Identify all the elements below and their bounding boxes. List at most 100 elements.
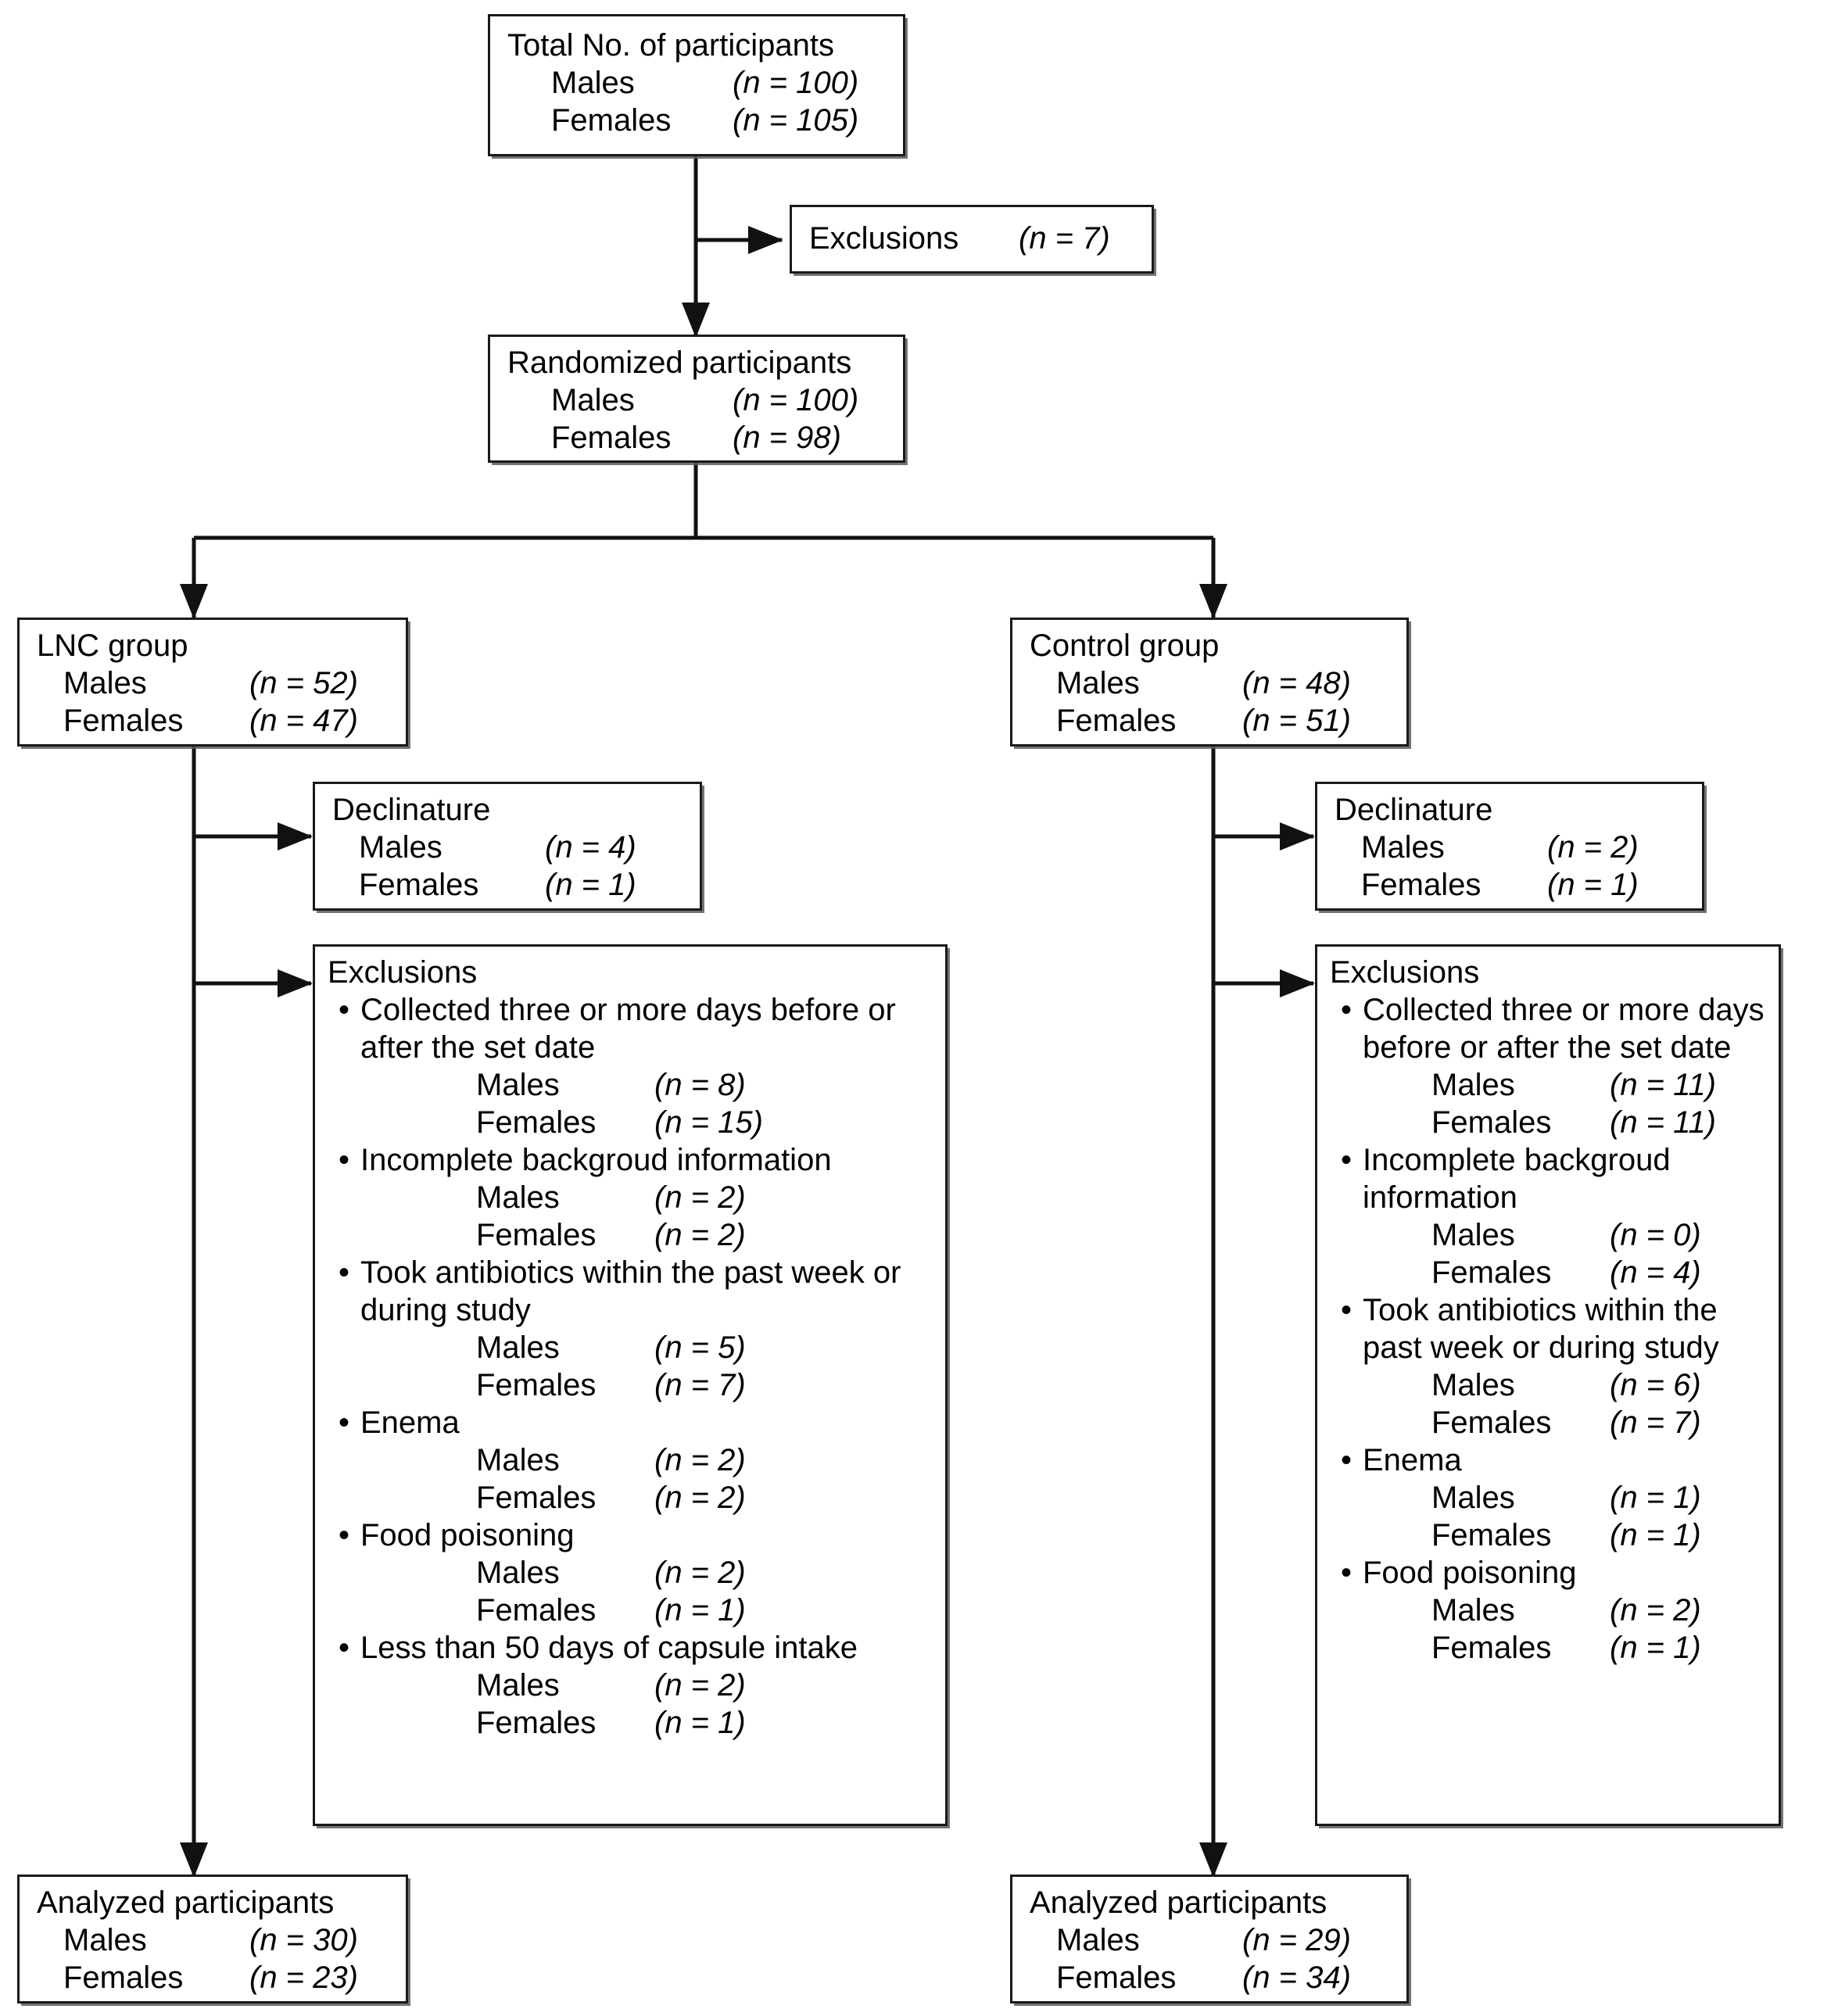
exclusion-females-row: Females (n = 1)	[328, 1704, 937, 1742]
control-declinature-females: Females (n = 1)	[1335, 866, 1686, 904]
control-analyzed-males: Males (n = 29)	[1030, 1921, 1391, 1959]
control-group-males: Males (n = 48)	[1030, 664, 1391, 702]
control-exclusions-title: Exclusions	[1330, 955, 1480, 990]
males-value: (n = 29)	[1242, 1923, 1351, 1958]
males-value: (n = 4)	[545, 830, 636, 865]
exclusion-males-row: Males(n = 5)	[328, 1329, 937, 1366]
bullet-icon: •	[339, 993, 350, 1028]
bullet-icon: •	[339, 1518, 350, 1553]
males-label: Males	[476, 1330, 560, 1366]
bullet-icon: •	[1341, 1556, 1353, 1591]
females-label: Females	[63, 1960, 184, 1996]
females-value: (n = 15)	[654, 1105, 763, 1140]
exclusion-item: •Enema	[1330, 1441, 1771, 1479]
lnc-group-title: LNC group	[37, 628, 188, 663]
males-value: (n = 100)	[733, 66, 859, 101]
exclusion-reason: Incomplete backgroud information	[360, 1143, 832, 1178]
males-value: (n = 2)	[654, 1668, 746, 1703]
control-analyzed-title: Analyzed participants	[1030, 1885, 1327, 1920]
females-value: (n = 34)	[1242, 1960, 1351, 1996]
control-group-title: Control group	[1030, 628, 1220, 663]
exclusion-females-row: Females(n = 7)	[328, 1366, 937, 1404]
bullet-icon: •	[339, 1405, 350, 1441]
total-participants-males: Males (n = 100)	[507, 64, 887, 102]
exclusion-males-row: Males (n = 2)	[328, 1179, 937, 1216]
males-value: (n = 2)	[654, 1180, 746, 1216]
males-label: Males	[476, 1180, 560, 1216]
females-label: Females	[1431, 1405, 1552, 1441]
bullet-icon: •	[1341, 1143, 1353, 1178]
total-participants-title: Total No. of participants	[507, 28, 834, 63]
males-value: (n = 2)	[1610, 1593, 1701, 1628]
females-value: (n = 2)	[654, 1218, 746, 1253]
exclusion-reason: Incomplete backgroud information	[1363, 1143, 1671, 1216]
exclusion-item: •Less than 50 days of capsule intake	[328, 1629, 937, 1667]
lnc-declinature-males: Males (n = 4)	[332, 829, 684, 866]
females-value: (n = 1)	[1610, 1518, 1701, 1553]
females-value: (n = 1)	[1547, 868, 1639, 903]
females-value: (n = 1)	[654, 1593, 746, 1628]
lnc-declinature-females: Females (n = 1)	[332, 866, 684, 904]
males-value: (n = 48)	[1242, 666, 1351, 701]
males-label: Males	[1056, 666, 1140, 701]
females-value: (n = 23)	[249, 1960, 358, 1996]
females-label: Females	[476, 1105, 597, 1140]
exclusion-reason: Enema	[360, 1405, 460, 1441]
males-value: (n = 100)	[733, 383, 859, 418]
exclusion-females-row: Females(n = 2)	[328, 1216, 937, 1254]
lnc-exclusions-title: Exclusions	[328, 955, 478, 990]
node-control-exclusions: Exclusions • Collected three or more days…	[1315, 944, 1781, 1826]
lnc-exclusions-list: •Collected three or more days before or …	[328, 991, 937, 1742]
randomized-males: Males (n = 100)	[507, 381, 887, 419]
males-value: (n = 2)	[654, 1556, 746, 1591]
node-lnc-exclusions: Exclusions •Collected three or more days…	[313, 944, 948, 1826]
exclusion-reason: Food poisoning	[360, 1518, 575, 1553]
exclusion-females-row: Females(n = 2)	[328, 1479, 937, 1516]
node-randomized-participants: Randomized participants Males (n = 100) …	[488, 335, 905, 463]
exclusion-females-row: Females (n = 1)	[1330, 1516, 1771, 1554]
females-value: (n = 47)	[249, 704, 358, 739]
females-value: (n = 1)	[654, 1706, 746, 1741]
exclusion-males-row: Males(n = 8)	[328, 1066, 937, 1104]
exclusion-item: •Collected three or more days before or …	[328, 991, 937, 1066]
males-label: Males	[476, 1443, 560, 1478]
males-label: Males	[1056, 1923, 1140, 1958]
lnc-analyzed-males: Males (n = 30)	[37, 1921, 390, 1959]
females-value: (n = 4)	[1610, 1255, 1701, 1291]
exclusion-males-row: Males(n = 6)	[1330, 1366, 1771, 1404]
bullet-icon: •	[1341, 993, 1353, 1028]
control-declinature-title: Declinature	[1335, 793, 1493, 827]
exclusion-males-row: Males(n = 2)	[328, 1667, 937, 1704]
females-label: Females	[1431, 1105, 1552, 1140]
exclusion-males-row: Males(n = 11)	[1330, 1066, 1771, 1104]
exclusion-females-row: Females (n = 1)	[328, 1592, 937, 1629]
exclusion-item: •Took antibiotics within the past week o…	[1330, 1291, 1771, 1366]
exclusion-item: • Collected three or more days before or …	[1330, 991, 1771, 1066]
control-analyzed-females: Females (n = 34)	[1030, 1959, 1391, 1996]
females-label: Females	[1361, 868, 1482, 903]
exclusion-reason: Took antibiotics within the past week or…	[360, 1255, 901, 1328]
bullet-icon: •	[1341, 1443, 1353, 1478]
females-value: (n = 1)	[545, 868, 636, 903]
females-label: Females	[476, 1481, 597, 1516]
exclusion-reason: Collected three or more days before or a…	[1363, 993, 1765, 1065]
females-label: Females	[476, 1593, 597, 1628]
females-value: (n = 1)	[1610, 1631, 1701, 1666]
males-label: Males	[1431, 1368, 1515, 1403]
top-exclusions-row: Exclusions (n = 7)	[809, 220, 1136, 257]
females-label: Females	[476, 1706, 597, 1741]
bullet-icon: •	[339, 1255, 350, 1291]
exclusion-females-row: Females (n = 15)	[328, 1104, 937, 1141]
bullet-icon: •	[339, 1143, 350, 1178]
lnc-declinature-title: Declinature	[332, 793, 491, 827]
exclusion-item: • Took antibiotics within the past week o…	[328, 1254, 937, 1329]
males-value: (n = 1)	[1610, 1481, 1701, 1516]
females-value: (n = 105)	[733, 103, 859, 138]
node-control-analyzed: Analyzed participants Males (n = 29) Fem…	[1010, 1875, 1409, 2003]
exclusion-item: • Food poisoning	[328, 1516, 937, 1554]
node-lnc-analyzed: Analyzed participants Males (n = 30) Fem…	[17, 1875, 408, 2003]
randomized-females: Females (n = 98)	[507, 419, 887, 457]
females-label: Females	[1431, 1518, 1552, 1553]
females-label: Females	[1056, 704, 1177, 739]
